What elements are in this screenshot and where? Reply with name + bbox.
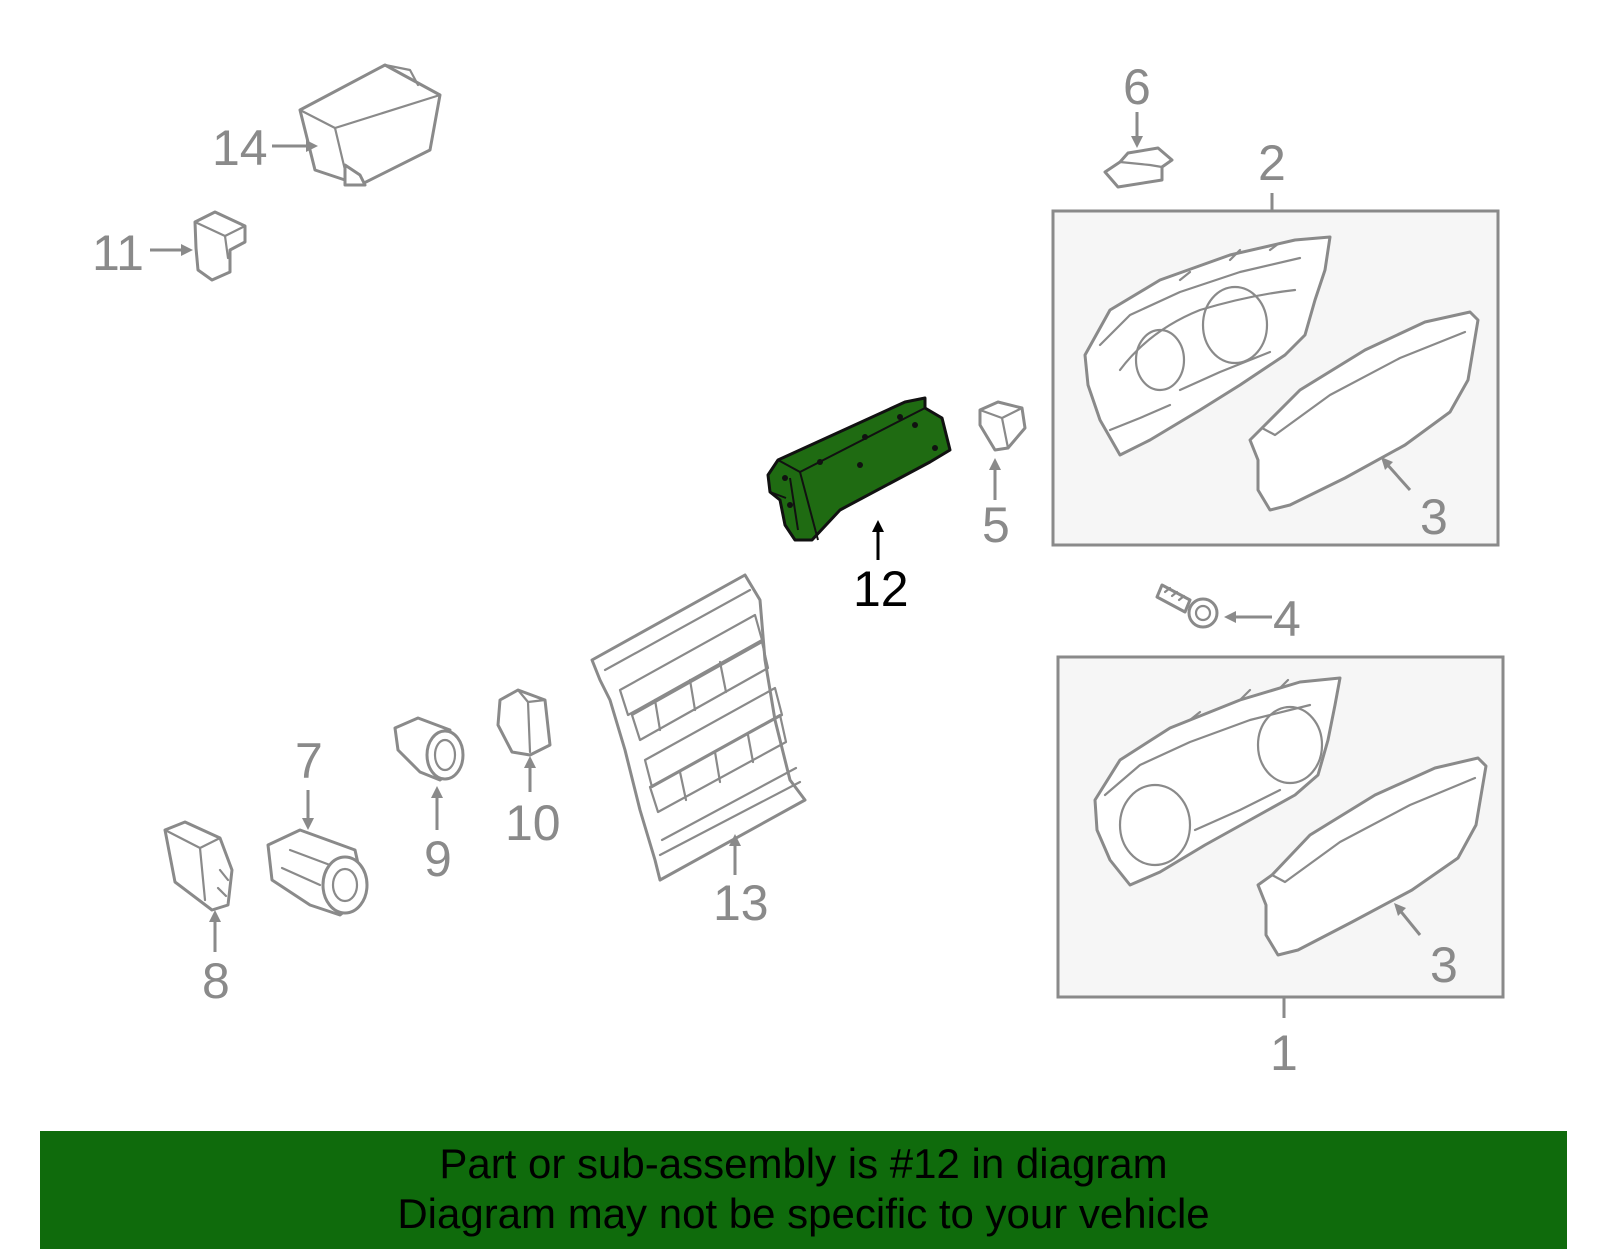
callout-1: 1 bbox=[1270, 1025, 1298, 1081]
diagram-notice-banner: Part or sub-assembly is #12 in diagram D… bbox=[40, 1131, 1567, 1249]
cluster-lens-lower[interactable] bbox=[1256, 756, 1488, 957]
instrument-cluster-lower[interactable] bbox=[1093, 676, 1342, 887]
arrow-9 bbox=[431, 786, 443, 798]
part-10[interactable] bbox=[496, 688, 552, 757]
part-12-highlighted[interactable] bbox=[766, 396, 952, 542]
callout-9: 9 bbox=[424, 831, 452, 887]
arrow-4 bbox=[1224, 611, 1236, 623]
callout-10: 10 bbox=[505, 795, 561, 851]
part-8[interactable] bbox=[163, 820, 234, 912]
callout-3b: 3 bbox=[1430, 937, 1458, 993]
callout-2: 2 bbox=[1258, 135, 1286, 191]
cluster-lens-upper[interactable] bbox=[1248, 310, 1480, 512]
leader-3b bbox=[1396, 907, 1422, 936]
instrument-cluster-upper[interactable] bbox=[1083, 235, 1332, 457]
arrow-13 bbox=[729, 834, 741, 846]
part-7[interactable] bbox=[266, 828, 369, 917]
callout-7: 7 bbox=[295, 733, 323, 789]
callout-5: 5 bbox=[982, 497, 1010, 553]
part-6[interactable] bbox=[1103, 146, 1174, 189]
part-11[interactable] bbox=[193, 210, 247, 282]
arrow-7 bbox=[302, 818, 314, 830]
arrow-3a bbox=[1381, 457, 1393, 470]
arrow-11 bbox=[181, 244, 193, 256]
callout-13: 13 bbox=[713, 875, 769, 931]
arrow-12 bbox=[872, 520, 884, 532]
callout-8: 8 bbox=[202, 953, 230, 1009]
part-13[interactable] bbox=[590, 573, 807, 882]
arrow-14 bbox=[306, 140, 318, 152]
callout-14: 14 bbox=[212, 120, 268, 176]
arrow-6 bbox=[1131, 136, 1143, 148]
callout-11: 11 bbox=[92, 225, 144, 281]
banner-line-1: Part or sub-assembly is #12 in diagram bbox=[439, 1140, 1168, 1187]
arrow-5 bbox=[989, 458, 1001, 470]
leader-3a bbox=[1383, 461, 1412, 491]
callout-4: 4 bbox=[1273, 591, 1301, 647]
arrow-10 bbox=[524, 756, 536, 768]
arrow-3b bbox=[1394, 903, 1406, 916]
part-14[interactable] bbox=[298, 63, 442, 187]
callout-6: 6 bbox=[1123, 59, 1151, 115]
part-4[interactable] bbox=[1155, 583, 1219, 629]
banner-line-2: Diagram may not be specific to your vehi… bbox=[397, 1190, 1210, 1237]
part-9[interactable] bbox=[393, 716, 465, 782]
callout-12: 12 bbox=[853, 561, 909, 617]
part-5[interactable] bbox=[978, 400, 1027, 452]
arrow-8 bbox=[209, 910, 221, 922]
callout-3a: 3 bbox=[1420, 489, 1448, 545]
